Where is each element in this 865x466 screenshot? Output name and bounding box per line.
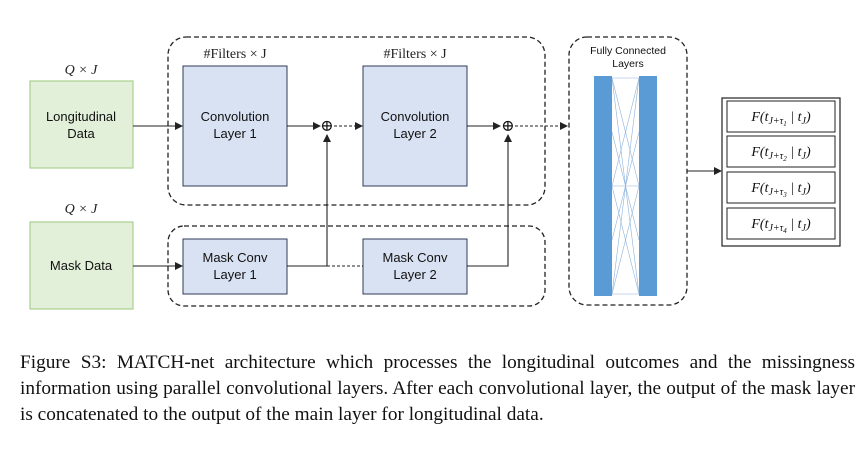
conv-layer-2-box [362, 65, 468, 187]
conv1-filters-label: #Filters × J [203, 47, 267, 62]
fc-group-container [568, 36, 688, 306]
arrow-maskconv2-to-concat2 [467, 134, 512, 267]
output-cell-1 [726, 100, 836, 133]
output-formula-1: F(tJ+τ1 | tJ) [750, 110, 811, 128]
output-subscript-1: 1 [783, 120, 787, 128]
mask-conv-layer-1-box [182, 238, 288, 295]
caption-label: Figure S3: [20, 352, 107, 373]
fc-layer-bar-2 [639, 76, 657, 296]
fc-connections [611, 77, 640, 295]
concat-symbol-2: ⊕ [501, 118, 514, 135]
fc-layer-bar-1 [594, 76, 612, 296]
output-cell-3 [726, 171, 836, 204]
longitudinal-dim-label: Q × J [65, 63, 99, 78]
output-formula-4: F(tJ+τ4 | tJ) [750, 217, 811, 235]
longitudinal-data-label-2: Data [67, 126, 95, 141]
output-cell-4 [726, 207, 836, 240]
mask-data-box [29, 221, 134, 310]
mask-data-label: Mask Data [50, 258, 113, 273]
mask-conv-layer-1-label-1: Mask Conv [202, 250, 268, 265]
output-formula-3: F(tJ+τ3 | tJ) [750, 181, 811, 199]
mask-dim-label: Q × J [65, 202, 99, 217]
output-cell-2 [726, 135, 836, 168]
mask-conv-layer-1-label-2: Layer 1 [213, 267, 256, 282]
longitudinal-data-box [29, 80, 134, 169]
mask-conv-layer-2-label-2: Layer 2 [393, 267, 436, 282]
conv2-filters-label: #Filters × J [383, 47, 447, 62]
figure-caption: Figure S3: MATCH-net architecture which … [20, 350, 855, 428]
output-subscript-2: 2 [783, 155, 787, 163]
concat-symbol-1: ⊕ [320, 118, 333, 135]
fc-label-2: Layers [612, 58, 644, 70]
caption-text: MATCH-net architecture which processes t… [20, 352, 855, 425]
output-subscript-3: 3 [782, 191, 787, 199]
mask-conv-layer-2-label-1: Mask Conv [382, 250, 448, 265]
conv-layer-1-label-1: Convolution [201, 109, 270, 124]
conv-group-container [167, 36, 546, 206]
architecture-diagram: Q × J Q × J #Filters × J #Filters × J Lo… [29, 36, 841, 310]
output-stack: F(tJ+τ1 | tJ) F(tJ+τ2 | tJ) F(tJ+τ3 | tJ… [721, 97, 841, 247]
output-subscript-4: 4 [783, 227, 787, 235]
arrow-maskconv1-to-concat1 [287, 134, 331, 267]
fc-label-1: Fully Connected [590, 45, 666, 57]
conv-layer-2-label-2: Layer 2 [393, 126, 436, 141]
longitudinal-data-label-1: Longitudinal [46, 109, 116, 124]
conv-layer-2-label-1: Convolution [381, 109, 450, 124]
conv-layer-1-label-2: Layer 1 [213, 126, 256, 141]
output-formula-2: F(tJ+τ2 | tJ) [750, 145, 811, 163]
